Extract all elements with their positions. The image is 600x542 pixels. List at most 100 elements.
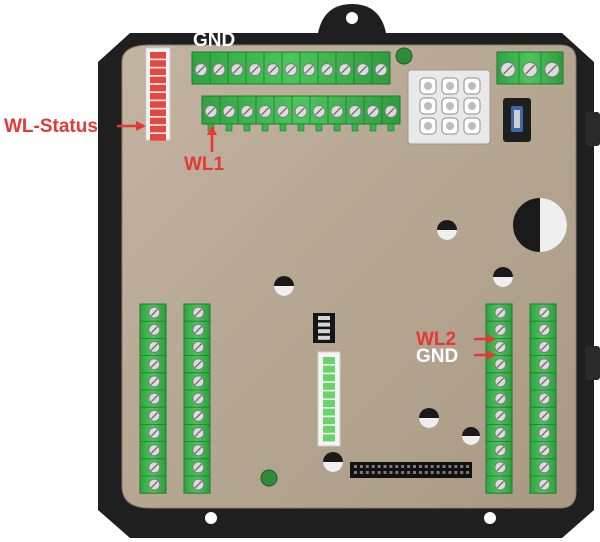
terminal-screw xyxy=(320,63,334,77)
led-segment xyxy=(150,68,166,75)
header-pin xyxy=(383,465,387,468)
header-pin xyxy=(371,465,375,468)
header-pin xyxy=(395,471,399,474)
terminal-screw xyxy=(494,323,507,336)
led-segment xyxy=(150,84,166,92)
side-latch-bottom xyxy=(585,346,600,380)
terminal-screw xyxy=(522,61,538,78)
terminal-screw xyxy=(538,426,551,440)
terminal-screw xyxy=(192,340,205,354)
terminal-screw xyxy=(266,63,280,77)
dip-toggle xyxy=(318,316,330,320)
terminal-screw xyxy=(222,104,236,118)
gnd-top-label: GND xyxy=(193,30,236,51)
led-segment xyxy=(150,117,166,125)
header-pin xyxy=(436,471,440,474)
header-pin xyxy=(354,465,357,468)
side-latch-top xyxy=(585,112,600,146)
header-pin xyxy=(407,471,411,474)
header-pin xyxy=(430,465,434,468)
terminal-screw xyxy=(494,444,507,457)
header-pin xyxy=(383,471,387,474)
gnd-right-label: GND xyxy=(416,346,459,367)
led-segment xyxy=(323,434,335,442)
mount-hole-bottom-left xyxy=(205,512,217,524)
top-terminal-block-upper xyxy=(191,51,391,85)
header-pin xyxy=(413,471,416,474)
terminal-screw xyxy=(538,323,551,336)
header-pin xyxy=(442,465,446,468)
top-terminal-block-lower xyxy=(201,95,401,132)
wl-status-label: WL-Status xyxy=(4,116,98,137)
terminal-screw xyxy=(500,61,516,78)
terminal-screw xyxy=(538,306,551,319)
terminal-screw xyxy=(212,63,226,77)
header-pin xyxy=(466,465,470,468)
terminal-screw xyxy=(148,358,161,371)
header-pin xyxy=(430,471,434,474)
terminal-screw xyxy=(494,375,507,388)
terminal-screw xyxy=(348,104,362,118)
header-pin xyxy=(442,471,446,474)
power-connector xyxy=(407,69,491,145)
led-segment xyxy=(323,382,335,390)
terminal-screw xyxy=(192,392,205,405)
header-pin xyxy=(424,471,428,474)
led-segment xyxy=(323,357,335,364)
fuse-holder xyxy=(503,98,531,142)
top-right-terminal-block xyxy=(496,51,564,85)
terminal-screw xyxy=(338,63,352,77)
header-pin xyxy=(407,465,411,468)
header-pin xyxy=(448,465,452,468)
led-segment xyxy=(323,400,335,407)
terminal-screw xyxy=(312,104,326,118)
terminal-screw xyxy=(544,61,560,78)
header-pin xyxy=(413,465,416,468)
header-pin xyxy=(454,465,458,468)
header-pin xyxy=(389,465,393,468)
terminal-screw xyxy=(148,340,161,354)
terminal-screw xyxy=(258,104,272,118)
mount-hole-top xyxy=(346,12,358,24)
header-pin xyxy=(354,471,357,474)
header-pin xyxy=(377,465,381,468)
header-pin xyxy=(359,471,363,474)
terminal-screw xyxy=(538,340,551,354)
terminal-screw xyxy=(192,323,205,336)
header-pin xyxy=(454,471,458,474)
header-pin xyxy=(448,471,452,474)
terminal-screw xyxy=(230,63,244,77)
terminal-screw xyxy=(494,358,507,371)
terminal-screw xyxy=(330,104,344,118)
header-pin xyxy=(418,471,422,474)
annotation-arrows xyxy=(117,121,496,360)
terminal-screw xyxy=(192,444,205,457)
terminal-screw xyxy=(148,478,161,491)
terminal-screw xyxy=(192,358,205,371)
header-pin xyxy=(460,471,464,474)
header-pin xyxy=(371,471,375,474)
dip-toggle xyxy=(318,329,330,334)
terminal-screw xyxy=(148,426,161,440)
led-segment xyxy=(150,60,166,67)
header-pin xyxy=(436,465,440,468)
led-segment xyxy=(323,365,335,373)
terminal-screw xyxy=(538,461,551,474)
terminal-screw xyxy=(276,104,290,118)
terminal-screw xyxy=(494,426,507,440)
led-segment xyxy=(323,425,335,433)
terminal-screw xyxy=(538,478,551,491)
header-pin xyxy=(460,465,464,468)
header-pin xyxy=(365,471,369,474)
mount-hole-bottom-right xyxy=(484,512,496,524)
led-segment xyxy=(323,391,335,399)
center-led-bar xyxy=(317,351,341,447)
terminal-screw xyxy=(384,104,398,118)
wl-status-led-bar xyxy=(145,47,171,141)
terminal-screw xyxy=(148,444,161,457)
terminal-screw xyxy=(148,323,161,336)
led-segment xyxy=(323,408,335,416)
led-segment xyxy=(323,417,335,425)
terminal-screw xyxy=(494,478,507,491)
